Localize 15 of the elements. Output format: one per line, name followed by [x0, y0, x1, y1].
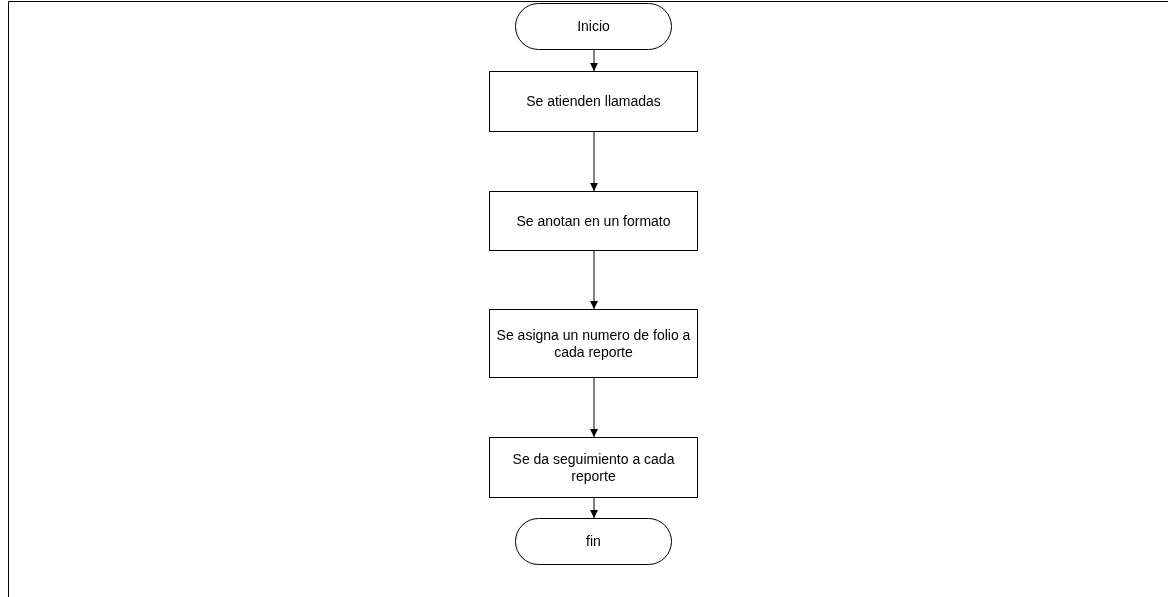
- node-label: fin: [586, 533, 601, 550]
- node-label: Se da seguimiento a cada reporte: [511, 450, 676, 485]
- process-box: [489, 309, 698, 378]
- process-box: [489, 71, 698, 132]
- arrow: [590, 377, 598, 438]
- process-box: [489, 191, 698, 251]
- node-label: Se asigna un numero de folio a cada reporte: [495, 326, 692, 361]
- arrow: [590, 49, 598, 72]
- arrow: [590, 131, 598, 192]
- arrow: [590, 497, 598, 519]
- node-label: Se atienden llamadas: [526, 93, 661, 110]
- node-label: Se anotan en un formato: [516, 212, 671, 230]
- node-label: Inicio: [577, 18, 610, 35]
- arrow: [590, 250, 598, 310]
- process-box: [489, 437, 698, 498]
